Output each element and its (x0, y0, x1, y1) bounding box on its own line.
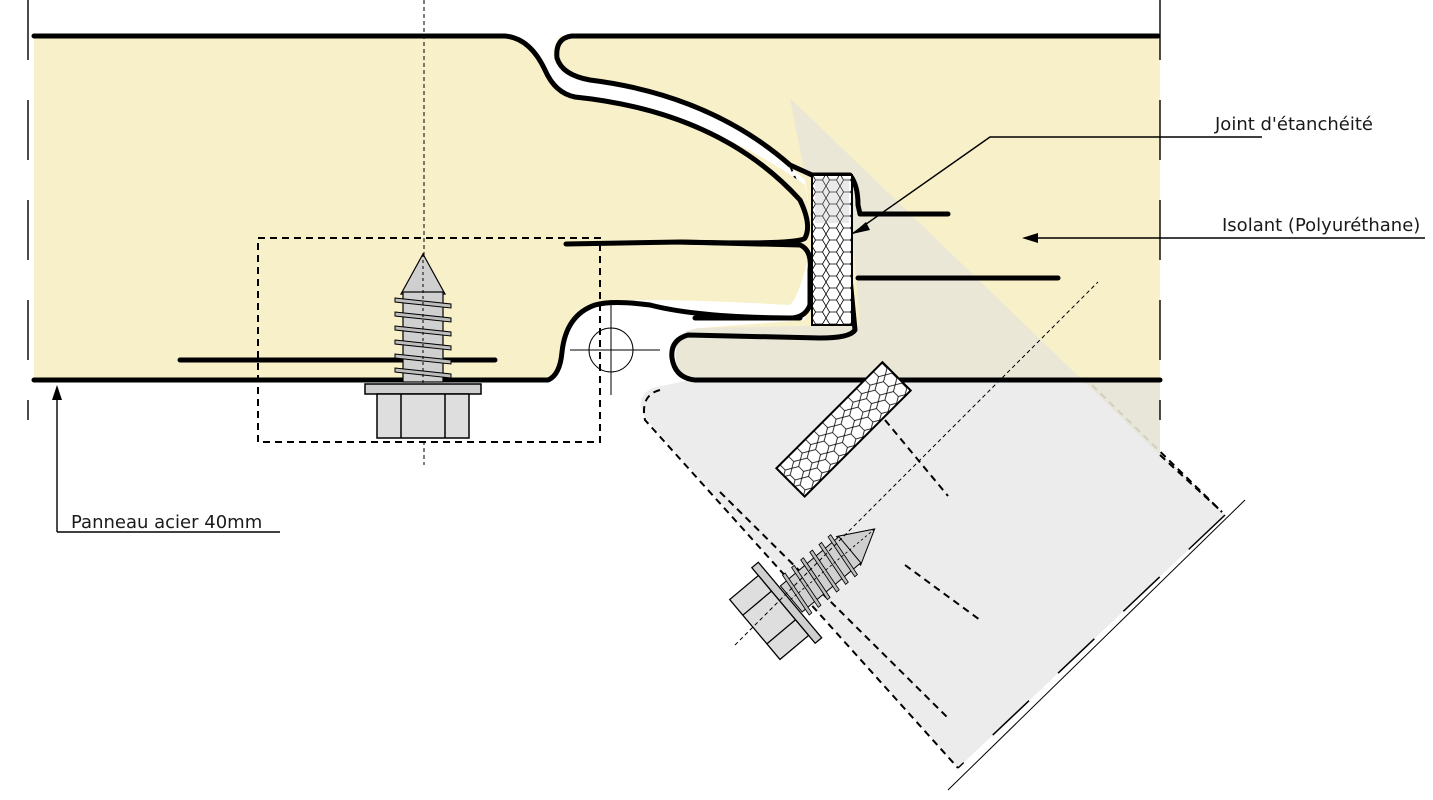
label-joint: Joint d'étanchéité (1214, 114, 1373, 135)
steel-skin-left (31, 33, 813, 383)
label-isolant: Isolant (Polyuréthane) (1222, 215, 1420, 236)
callout-panneau: Panneau acier 40mm (52, 385, 280, 533)
callout-joint: Joint d'étanchéité (851, 114, 1373, 235)
label-panneau: Panneau acier 40mm (71, 512, 262, 533)
panel-edge-lines (27, 0, 1161, 420)
rotated-seal-gasket (774, 360, 913, 498)
callout-isolant: Isolant (Polyuréthane) (1022, 215, 1425, 243)
seal-gasket (811, 174, 853, 326)
